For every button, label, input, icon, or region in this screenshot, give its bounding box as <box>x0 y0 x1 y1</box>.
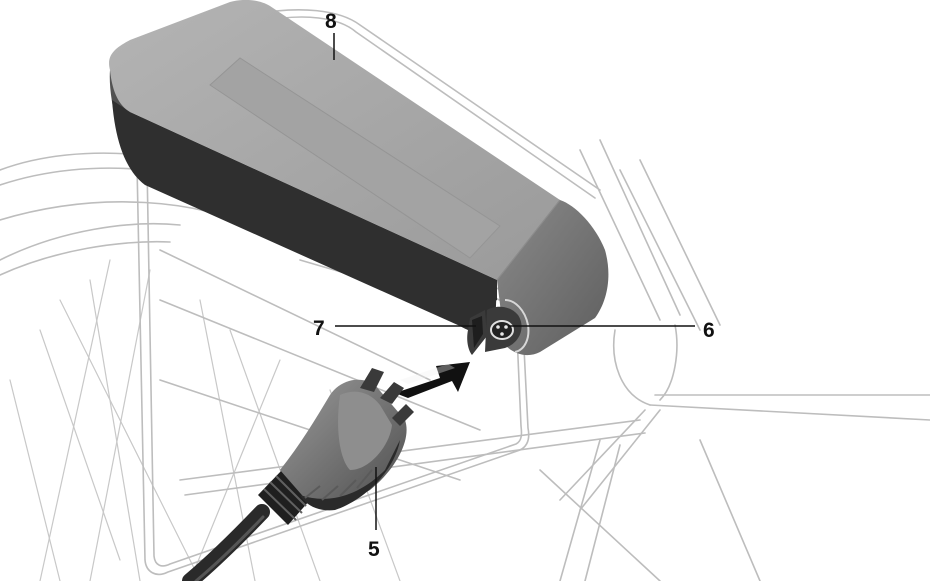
battery-pack <box>109 0 609 356</box>
charging-socket <box>485 306 522 352</box>
insertion-arrow <box>395 362 470 398</box>
callout-number-7: 7 <box>313 317 325 340</box>
charging-socket-cover <box>467 310 487 355</box>
charger-plug <box>182 368 414 581</box>
callout-number-6: 6 <box>703 319 715 342</box>
callout-number-8: 8 <box>325 10 337 33</box>
callout-number-5: 5 <box>368 538 380 561</box>
leader-lines <box>333 33 695 530</box>
